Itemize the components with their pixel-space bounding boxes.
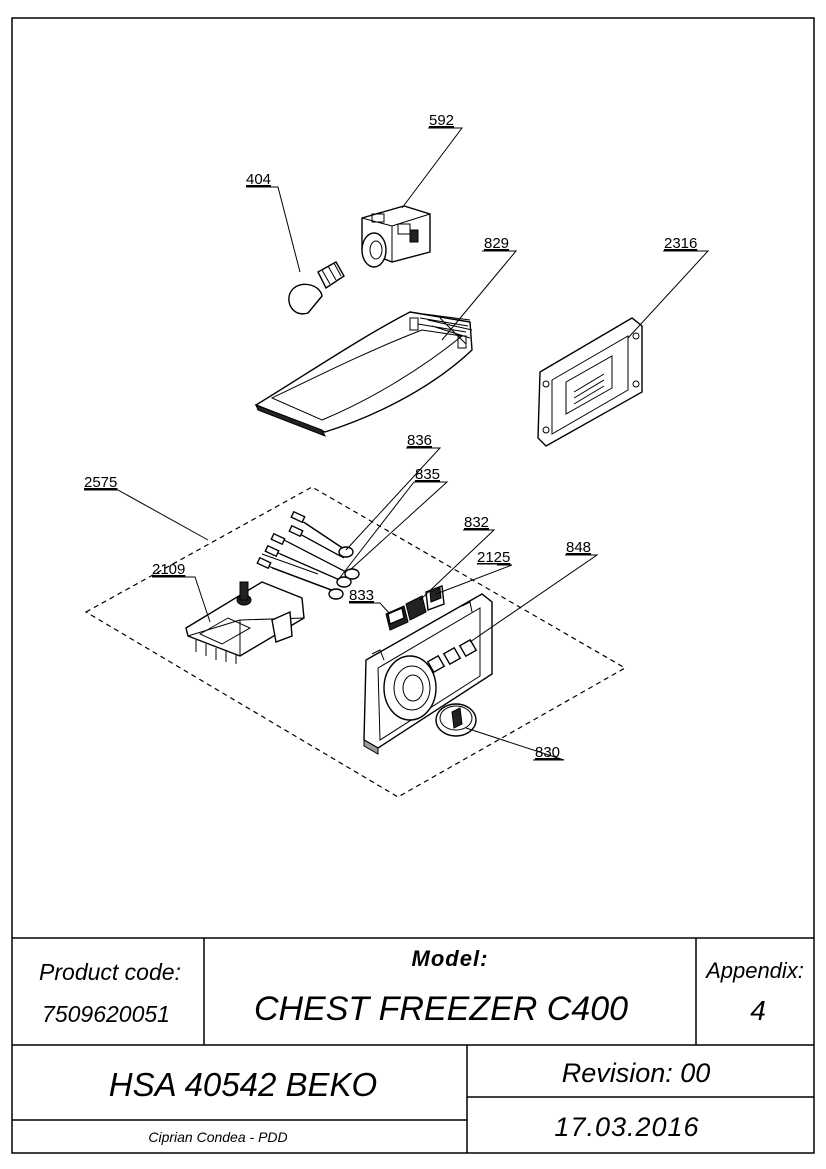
revision-date: 17.03.2016 [554,1112,699,1142]
control-panel-848 [363,593,493,755]
lamp-bulb-404 [288,261,345,315]
callout-592: 592 [429,112,454,129]
device-name: HSA 40542 BEKO [109,1066,377,1103]
callout-2316: 2316 [664,235,697,252]
wiring-harness-835-836 [256,510,360,600]
revision: Revision: 00 [562,1058,711,1088]
model-label: Model: [412,946,489,971]
callout-2575: 2575 [84,474,117,491]
callout-835: 835 [415,466,440,483]
switches-833-832-2125 [385,585,445,631]
callout-830: 830 [535,744,560,761]
knob-830 [435,703,477,737]
callout-832: 832 [464,514,489,531]
leader-lines [84,127,710,761]
title-block [12,937,814,1153]
assembly-2575-outline [84,486,627,798]
lamp-cover-829 [254,311,473,437]
callout-848: 848 [566,539,591,556]
panel-frame-2316 [537,317,643,447]
author: Ciprian Condea - PDD [148,1129,287,1145]
callout-833: 833 [349,587,374,604]
thermostat-2109 [185,581,305,664]
callout-404: 404 [246,171,271,188]
lamp-holder-592 [361,205,431,268]
drawing-frame [11,17,815,1154]
callout-829: 829 [484,235,509,252]
appendix-label: Appendix: [704,958,804,983]
product-code-value: 7509620051 [42,1001,170,1027]
appendix-value: 4 [750,995,766,1026]
callout-2125: 2125 [477,549,510,566]
model-value: CHEST FREEZER C400 [254,990,628,1028]
callout-2109: 2109 [152,561,185,578]
callout-836: 836 [407,432,432,449]
product-code-label: Product code: [39,959,181,985]
